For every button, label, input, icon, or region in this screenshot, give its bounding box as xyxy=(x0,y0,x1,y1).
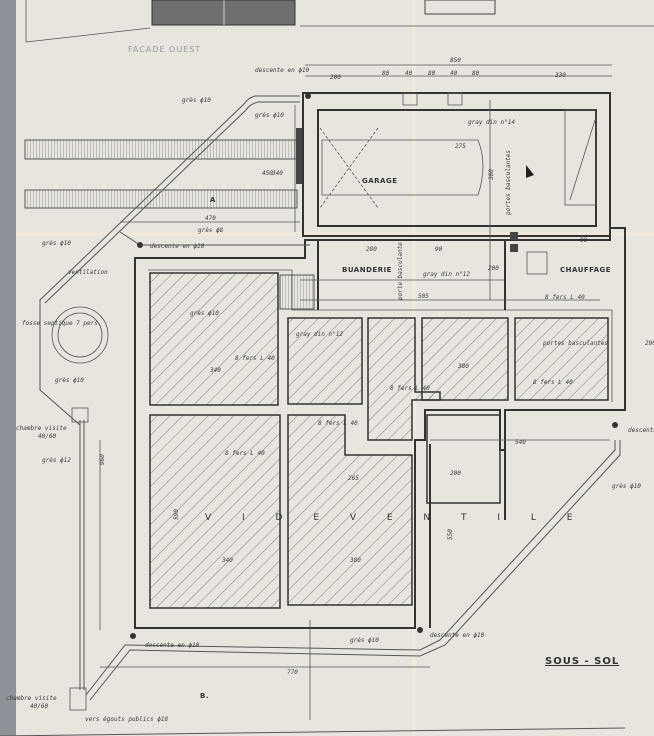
dim-label: 265 xyxy=(348,475,359,482)
note-chambre-visite-size: 40/60 xyxy=(38,433,56,440)
note-descente: descente en ϕ10 xyxy=(430,632,485,639)
note-chambre-visite-size: 40/60 xyxy=(30,703,48,710)
garage-block xyxy=(302,92,611,237)
garage-threshold xyxy=(296,128,302,184)
note-chambre-visite: chambre visite xyxy=(16,425,67,432)
note-descente: descente en ϕ10 xyxy=(255,67,310,74)
note-gray-din: gray din n°12 xyxy=(296,331,343,338)
note-porte: porte basculante xyxy=(397,242,404,300)
note-gres: grès ϕ10 xyxy=(190,310,219,317)
fold-line xyxy=(16,232,654,236)
dimension-labels: 850 200 80 40 80 40 80 330 470 450 340 2… xyxy=(99,57,654,676)
dim-label: 850 xyxy=(450,57,461,64)
drain-pipes xyxy=(39,93,621,711)
hatched-slabs xyxy=(149,272,609,609)
note-fers: 8 fers L 40 xyxy=(533,379,573,386)
dim-label: 340 xyxy=(271,170,283,177)
dim-label: 470 xyxy=(205,215,216,222)
note-egouts: vers égouts publics ϕ18 xyxy=(85,716,168,723)
dim-label: 200 xyxy=(488,265,499,272)
note-porte: portes basculantes xyxy=(543,340,608,347)
note-fers: 8 fers L 40 xyxy=(318,420,358,427)
dim-label: 340 xyxy=(221,557,233,564)
section-a-marker: A xyxy=(210,196,216,204)
dimension-lines xyxy=(0,64,626,736)
dim-label: 90 xyxy=(435,246,443,253)
note-ventilation: ventilation xyxy=(68,269,108,276)
dim-label: 540 xyxy=(515,439,526,446)
note-gray-din: gray din n°14 xyxy=(468,119,515,126)
note-fers: 8 fers L 40 xyxy=(235,355,275,362)
dim-label: 505 xyxy=(418,293,429,300)
dim-label: 380 xyxy=(488,169,495,181)
dim-label: 80 xyxy=(472,70,480,77)
note-descente: descente xyxy=(628,427,654,434)
room-label-vide-ventile: V I D E V E N T I L E xyxy=(205,513,586,523)
room-label-chauffage: CHAUFFAGE xyxy=(560,266,611,274)
dim-label: 200 xyxy=(450,470,461,477)
note-gres: grès ϕ10 xyxy=(255,112,284,119)
note-gres: grès ϕ12 xyxy=(42,457,71,464)
dim-label: 80 xyxy=(428,70,436,77)
dim-label: 380 xyxy=(457,363,469,370)
note-fosse-septique: fosse septique 7 pers. xyxy=(22,320,101,327)
note-porte: portes basculantes xyxy=(505,150,512,215)
dim-label: 590 xyxy=(173,509,180,520)
plan-title: SOUS - SOL xyxy=(545,656,619,667)
basement-walls xyxy=(134,227,626,629)
note-gres: grès ϕ10 xyxy=(612,483,641,490)
facade-elevation xyxy=(25,0,654,43)
dim-label: 550 xyxy=(447,529,454,540)
dim-label: 40 xyxy=(405,70,413,77)
note-gray-din: gray din n°12 xyxy=(423,271,470,278)
dim-label: 290 xyxy=(645,340,654,347)
dim-label: 40 xyxy=(450,70,458,77)
section-b-marker: B. xyxy=(200,692,209,700)
note-gres: grès ϕ8 xyxy=(198,227,224,234)
dim-label: 280 xyxy=(366,246,377,253)
terrace-strip-top xyxy=(24,139,298,160)
dim-label: 80 xyxy=(382,70,390,77)
dim-label: 330 xyxy=(554,72,566,79)
note-fers: 8 fers L 40 xyxy=(225,450,265,457)
dim-label: 275 xyxy=(455,143,466,150)
dim-label: 200 xyxy=(330,74,341,81)
note-fers: 8 fers L 40 xyxy=(545,294,585,301)
dim-label: 450 xyxy=(262,170,273,177)
dim-label: 770 xyxy=(287,669,298,676)
dim-label: 960 xyxy=(99,454,106,465)
room-label-buanderie: BUANDERIE xyxy=(342,266,392,274)
note-gres: grès ϕ10 xyxy=(42,240,71,247)
room-label-garage: GARAGE xyxy=(362,177,398,185)
note-descente: descente en ϕ10 xyxy=(145,642,200,649)
terrace-strip-bottom xyxy=(24,189,298,209)
note-descente: descente en ϕ10 xyxy=(150,243,205,250)
dim-label: 90 xyxy=(580,237,588,244)
note-fers: 8 fers L 40 xyxy=(390,385,430,392)
note-gres: grès ϕ10 xyxy=(55,377,84,384)
facade-label: FACADE OUEST xyxy=(128,45,201,54)
note-chambre-visite: chambre visite xyxy=(6,695,57,702)
dim-label: 380 xyxy=(349,557,361,564)
note-gres: grès ϕ10 xyxy=(350,637,379,644)
note-gres: grès ϕ10 xyxy=(182,97,211,104)
dim-label: 340 xyxy=(209,367,221,374)
